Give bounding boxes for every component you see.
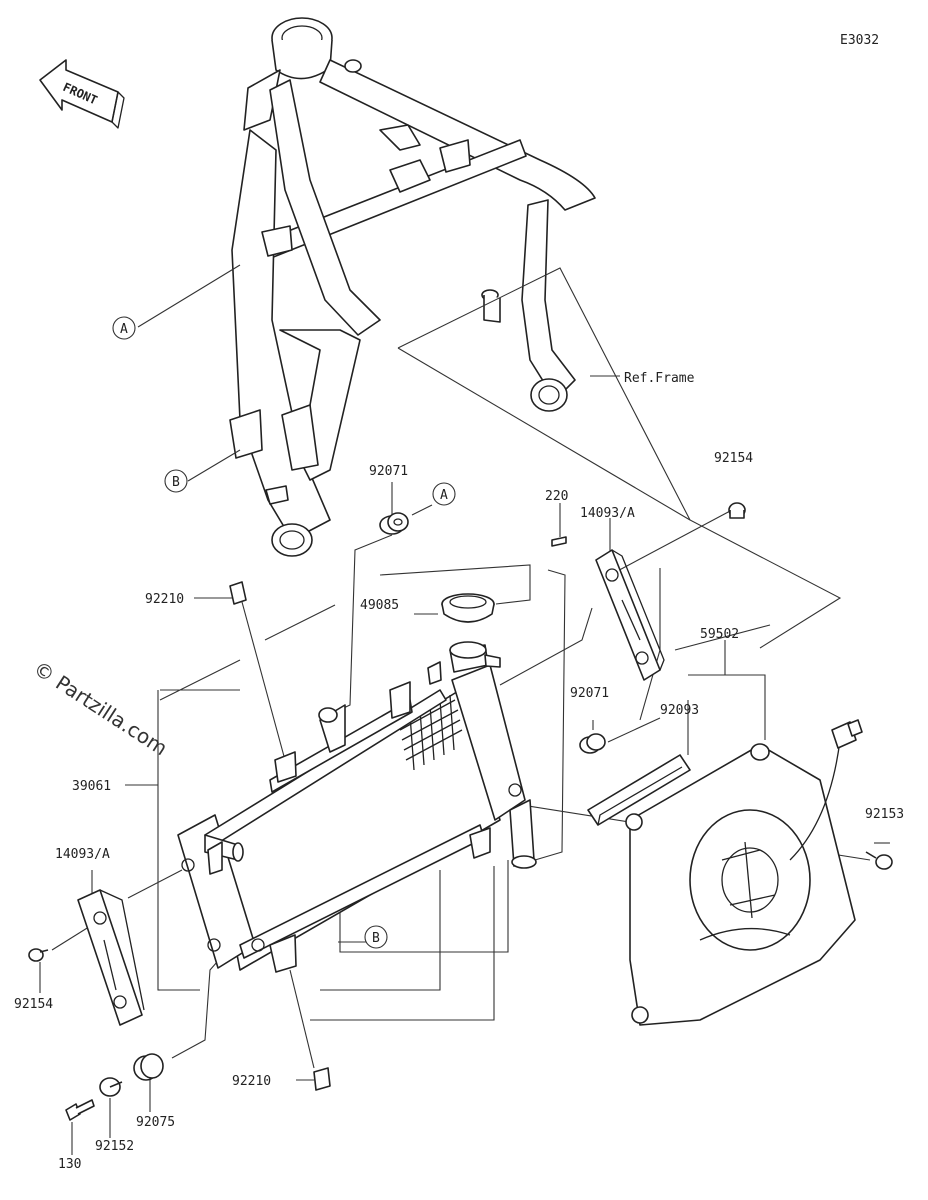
part-92153-label: 92153 bbox=[865, 807, 904, 822]
part-92071-top-label: 92071 bbox=[369, 464, 408, 479]
callout-b-radiator: B bbox=[364, 925, 388, 949]
part-92154-top-label: 92154 bbox=[714, 451, 753, 466]
grommet-92071-top-drawing bbox=[379, 512, 409, 535]
bracket-14093a-left-drawing bbox=[77, 889, 145, 1026]
frame-drawing bbox=[229, 17, 596, 557]
svg-text:B: B bbox=[172, 475, 180, 490]
svg-text:B: B bbox=[372, 931, 380, 946]
callout-b-frame: B bbox=[164, 469, 188, 493]
part-92154-left-label: 92154 bbox=[14, 997, 53, 1012]
screw-220-drawing bbox=[551, 536, 567, 547]
part-number-labels: 92071 92154 220 14093/A 92210 49085 5950… bbox=[14, 451, 904, 1172]
ref-frame-label: Ref.Frame bbox=[624, 371, 695, 386]
part-49085-label: 49085 bbox=[360, 598, 399, 613]
nut-92210-bottom-drawing bbox=[313, 1067, 331, 1091]
bolt-92154-left-drawing bbox=[28, 948, 49, 962]
diagram-code: E3032 bbox=[840, 33, 879, 48]
part-92210-bottom-label: 92210 bbox=[232, 1074, 271, 1089]
part-14093a-left-label: 14093/A bbox=[55, 847, 110, 862]
part-92075-label: 92075 bbox=[136, 1115, 175, 1130]
fan-assembly-drawing bbox=[625, 719, 863, 1026]
collar-92152-drawing bbox=[99, 1077, 123, 1097]
svg-text:A: A bbox=[440, 488, 448, 503]
part-92152-label: 92152 bbox=[95, 1139, 134, 1154]
callout-a-grommet: A bbox=[432, 482, 456, 506]
shroud-92093-drawing bbox=[587, 754, 691, 826]
radiator-cap-drawing bbox=[441, 593, 495, 623]
watermark: © Partzilla.com bbox=[29, 656, 172, 760]
part-220-label: 220 bbox=[545, 489, 568, 504]
bolt-130-drawing bbox=[65, 1099, 95, 1121]
part-59502-label: 59502 bbox=[700, 627, 739, 642]
nut-92210-top-drawing bbox=[229, 581, 247, 605]
part-130-label: 130 bbox=[58, 1157, 81, 1172]
grommet-92075-drawing bbox=[133, 1053, 164, 1081]
callout-a-frame: A bbox=[112, 316, 136, 340]
grommet-92071-mid-drawing bbox=[579, 733, 606, 754]
part-39061-label: 39061 bbox=[72, 779, 111, 794]
svg-text:A: A bbox=[120, 322, 128, 337]
bolt-92154-top-drawing bbox=[728, 502, 746, 519]
part-92071-mid-label: 92071 bbox=[570, 686, 609, 701]
front-arrow-icon: FRONT bbox=[39, 59, 125, 129]
part-92210-top-label: 92210 bbox=[145, 592, 184, 607]
ref-frame-label-group: Ref.Frame bbox=[624, 371, 695, 386]
part-14093a-top-label: 14093/A bbox=[580, 506, 635, 521]
bracket-14093a-top-drawing bbox=[595, 549, 665, 681]
part-92093-label: 92093 bbox=[660, 703, 699, 718]
bolt-92153-drawing bbox=[865, 851, 893, 870]
radiator-drawing bbox=[177, 641, 537, 973]
